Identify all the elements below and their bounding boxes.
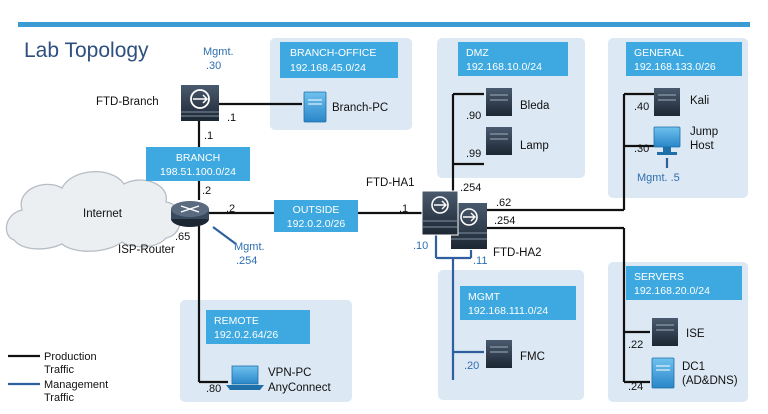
bleda-server-icon [486, 88, 512, 116]
ha1-mgmt-ip: .10 [413, 240, 428, 252]
svg-text:192.168.20.0/24: 192.168.20.0/24 [634, 285, 710, 297]
ha-dmz-ip: .254 [460, 182, 481, 194]
branch-mgmt-label: Mgmt. [203, 46, 234, 58]
jump-host-label-line1: Jump [690, 126, 718, 138]
zone-general [608, 38, 748, 198]
ise-label: ISE [686, 328, 705, 340]
svg-text:192.168.45.0/24: 192.168.45.0/24 [290, 62, 366, 74]
branch-network-label: BRANCH 198.51.100.0/24 [146, 147, 250, 181]
vpn-pc-label-line2: AnyConnect [268, 382, 331, 394]
svg-text:GENERAL: GENERAL [634, 47, 684, 59]
svg-text:192.168.133.0/26: 192.168.133.0/26 [634, 61, 716, 73]
outside-network-label: OUTSIDE 192.0.2.0/26 [274, 200, 358, 232]
branch-pc-icon [303, 91, 327, 123]
ha-outside-ip: .1 [399, 203, 408, 215]
jump-mgmt-ip: Mgmt. .5 [637, 172, 680, 184]
isp-router-label: ISP-Router [118, 244, 175, 256]
branch-outside-ip: .1 [204, 130, 213, 142]
svg-text:REMOTE: REMOTE [214, 315, 259, 327]
ftd-ha1-firewall-icon [421, 190, 459, 236]
svg-text:192.0.2.0/26: 192.0.2.0/26 [287, 218, 346, 230]
svg-text:MGMT: MGMT [468, 291, 501, 303]
router-icon [171, 201, 209, 227]
ftd-branch-firewall-icon [181, 85, 219, 121]
svg-text:OUTSIDE: OUTSIDE [293, 204, 340, 216]
svg-text:198.51.100.0/24: 198.51.100.0/24 [160, 166, 236, 178]
legend-management-line2: Traffic [44, 392, 74, 404]
ise-ip: .22 [628, 339, 643, 351]
internet-label: Internet [83, 208, 123, 220]
ftd-ha2-label: FTD-HA2 [493, 247, 542, 259]
isp-remote-ip: .65 [175, 231, 190, 243]
dmz-network-label: DMZ 192.168.10.0/24 [458, 42, 568, 76]
mgmt-network-label: MGMT 192.168.111.0/24 [460, 286, 576, 320]
kali-ip: .40 [634, 101, 649, 113]
ftd-branch-label: FTD-Branch [96, 96, 159, 108]
isp-mgmt-label: Mgmt. [234, 241, 265, 253]
branch-inside-ip: .1 [227, 112, 236, 124]
internet-cloud-icon [5, 171, 181, 252]
bleda-label: Bleda [520, 100, 550, 112]
servers-network-label: SERVERS 192.168.20.0/24 [626, 266, 742, 300]
svg-text:192.168.10.0/24: 192.168.10.0/24 [466, 61, 542, 73]
svg-text:SERVERS: SERVERS [634, 271, 684, 283]
jump-host-monitor-icon [653, 126, 681, 155]
vpn-pc-laptop-icon [226, 365, 264, 390]
legend-production-line2: Traffic [44, 364, 74, 376]
kali-label: Kali [690, 95, 709, 107]
branch-office-network-label: BRANCH-OFFICE 192.168.45.0/24 [280, 42, 398, 78]
jump-host-label-line2: Host [690, 140, 714, 152]
lamp-server-icon [486, 127, 512, 155]
svg-text:192.168.111.0/24: 192.168.111.0/24 [468, 305, 548, 317]
svg-text:BRANCH-OFFICE: BRANCH-OFFICE [290, 47, 376, 59]
lamp-label: Lamp [520, 140, 549, 152]
header-bar [18, 22, 750, 27]
bleda-ip: .90 [466, 110, 481, 122]
isp-mgmt-ip: .254 [236, 255, 257, 267]
dc1-label-line2: (AD&DNS) [682, 375, 738, 387]
svg-text:DMZ: DMZ [466, 47, 489, 59]
kali-server-icon [654, 88, 680, 116]
dc1-server-icon [651, 357, 675, 389]
legend-production-line1: Production [44, 351, 97, 363]
svg-text:BRANCH: BRANCH [176, 152, 220, 164]
fmc-server-icon [486, 340, 512, 368]
fmc-ip: .20 [464, 360, 479, 372]
legend-management-line1: Management [44, 379, 108, 391]
lamp-ip: .99 [466, 148, 481, 160]
dc1-label-line1: DC1 [682, 361, 705, 373]
ha2-mgmt-ip: .11 [473, 255, 487, 267]
isp-branch-ip: .2 [202, 185, 211, 197]
ha-servers-ip: .254 [494, 215, 515, 227]
ha-general-ip: .62 [496, 197, 511, 209]
remote-network-label: REMOTE 192.0.2.64/26 [206, 310, 310, 344]
dc1-ip: .24 [628, 381, 643, 393]
jump-ip: .30 [634, 143, 649, 155]
isp-outside-ip: .2 [226, 203, 235, 215]
legend: Production Traffic Management Traffic [8, 351, 108, 404]
vpn-ip: .80 [206, 383, 221, 395]
branch-pc-label: Branch-PC [332, 102, 388, 114]
fmc-label: FMC [520, 351, 545, 363]
branch-mgmt-ip: .30 [206, 60, 221, 72]
ftd-ha1-label: FTD-HA1 [366, 177, 415, 189]
page-title: Lab Topology [24, 39, 149, 62]
ise-server-icon [652, 318, 678, 346]
svg-text:192.0.2.64/26: 192.0.2.64/26 [214, 329, 278, 341]
vpn-pc-label-line1: VPN-PC [268, 367, 311, 379]
general-network-label: GENERAL 192.168.133.0/26 [626, 42, 742, 76]
